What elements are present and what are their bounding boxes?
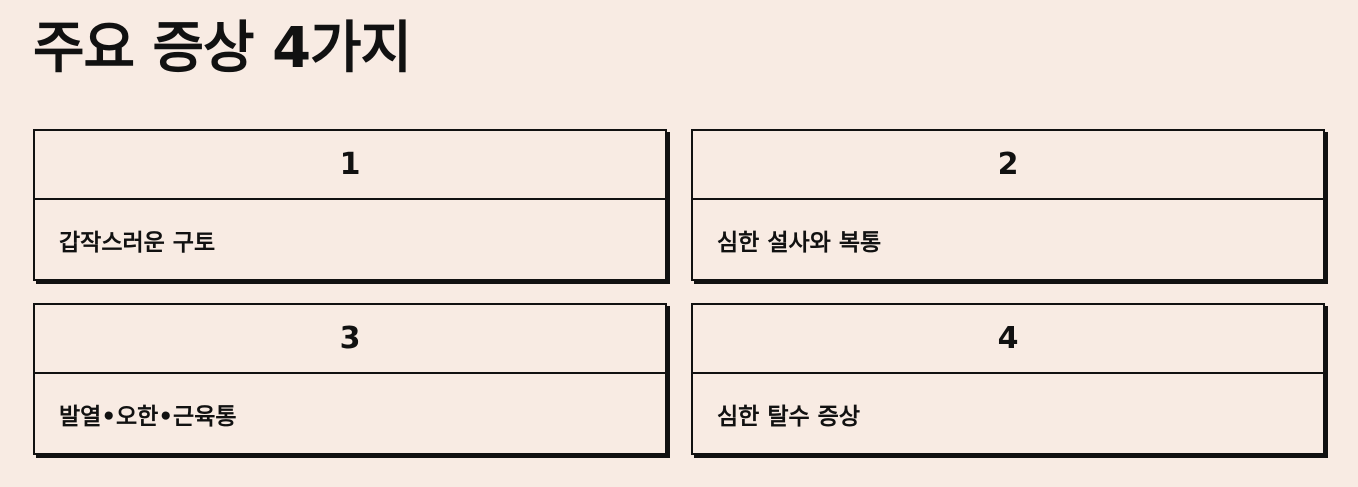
symptom-card-number: 4 <box>693 305 1323 374</box>
symptom-card-text: 심한 설사와 복통 <box>717 229 882 256</box>
symptom-card-text: 발열•오한•근육통 <box>59 403 237 430</box>
symptom-card-2: 2 심한 설사와 복통 <box>691 129 1325 281</box>
symptom-card-number: 3 <box>35 305 665 374</box>
symptom-card-3: 3 발열•오한•근육통 <box>33 303 667 455</box>
symptom-card-number: 2 <box>693 131 1323 200</box>
symptom-card-1: 1 갑작스러운 구토 <box>33 129 667 281</box>
symptom-card-text: 심한 탈수 증상 <box>717 403 860 430</box>
symptom-card-number: 1 <box>35 131 665 200</box>
symptom-card-text: 갑작스러운 구토 <box>59 229 216 256</box>
page-title: 주요 증상 4가지 <box>33 16 412 81</box>
symptom-grid: 1 갑작스러운 구토 2 심한 설사와 복통 3 발열•오한•근육통 4 심한 … <box>33 129 1327 455</box>
symptom-card-4: 4 심한 탈수 증상 <box>691 303 1325 455</box>
